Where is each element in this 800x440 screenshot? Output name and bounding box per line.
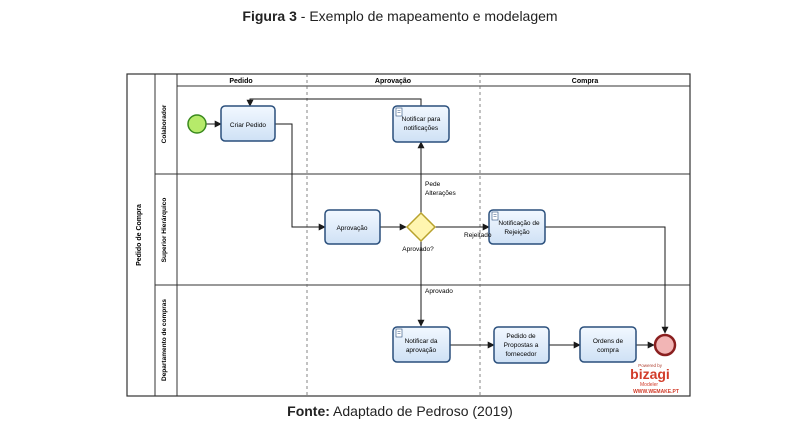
phase-label-compra: Compra (572, 78, 599, 85)
script-task-icon (395, 107, 403, 117)
source-caption: Fonte: Adaptado de Pedroso (2019) (0, 403, 800, 419)
flow-notificar-to-criar (246, 98, 422, 107)
logo-powered-by: Powered by (638, 363, 663, 368)
logo-sub: Modeler (640, 382, 658, 388)
script-task-icon (395, 328, 403, 338)
logo-url: WWW.WEMAKE.PT (633, 389, 679, 395)
phase-label-aprovacao: Aprovação (375, 78, 411, 85)
task-notificar-notificacoes-line2: notificações (404, 125, 439, 132)
task-aprovacao-label: Aprovação (336, 225, 367, 232)
exclusive-gateway (405, 211, 437, 243)
source-label: Fonte: (287, 403, 330, 419)
start-event (187, 114, 207, 134)
task-aprovacao: Aprovação (324, 209, 381, 245)
gateway-label: Aprovado? (402, 246, 434, 253)
task-ordens-compra: Ordens de compra (579, 326, 637, 363)
task-notificar-aprovacao: Notificar da aprovação (392, 326, 451, 363)
task-notificacao-rejeicao: Notificação de Rejeição (488, 209, 546, 245)
phase-label-pedido: Pedido (229, 78, 252, 85)
bizagi-logo: Powered by bizagi Modeler WWW.WEMAKE.PT (630, 363, 679, 395)
logo-brand: bizagi (630, 366, 670, 382)
task-ordens-compra-line1: Ordens de (593, 338, 624, 345)
flow-rejeicao-to-end (545, 226, 669, 334)
figure-title: - Exemplo de mapeamento e modelagem (296, 8, 558, 24)
task-notificacao-rejeicao-line2: Rejeição (504, 229, 530, 236)
task-pedido-propostas-line2: Propostas a (504, 342, 539, 349)
lane-label-compras: Departamento de compras (161, 299, 168, 381)
task-ordens-compra-line2: compra (597, 347, 619, 354)
end-event (653, 333, 677, 357)
task-notificar-aprovacao-line1: Notificar da (405, 338, 438, 345)
lane-label-colaborador: Colaborador (161, 104, 168, 143)
task-criar-pedido-label: Criar Pedido (230, 122, 267, 129)
task-criar-pedido: Criar Pedido (220, 105, 276, 142)
task-pedido-propostas-line3: fornecedor (505, 351, 537, 358)
pool-name: Pedido de Compra (136, 204, 143, 266)
flow-label-rejeitado: Rejeitado (464, 232, 492, 239)
task-pedido-propostas: Pedido de Propostas a fornecedor (493, 326, 550, 364)
flow-label-pede-line1: Pede (425, 181, 441, 188)
lane-label-superior: Superior Hierárquico (161, 198, 168, 263)
script-task-icon (491, 211, 499, 221)
figure-label: Figura 3 (242, 8, 297, 24)
flow-label-pede-line2: Alterações (425, 190, 456, 197)
task-notificar-aprovacao-line2: aprovação (406, 347, 437, 354)
flow-label-aprovado: Aprovado (425, 288, 453, 295)
flow-criar-to-aprovacao (275, 123, 326, 231)
source-text: Adaptado de Pedroso (2019) (329, 403, 513, 419)
task-notificar-notificacoes-line1: Notificar para (402, 116, 441, 123)
task-notificacao-rejeicao-line1: Notificação de (498, 220, 540, 227)
task-notificar-notificacoes: Notificar para notificações (392, 105, 450, 143)
task-pedido-propostas-line1: Pedido de (506, 333, 536, 340)
figure-caption: Figura 3 - Exemplo de mapeamento e model… (0, 8, 800, 24)
